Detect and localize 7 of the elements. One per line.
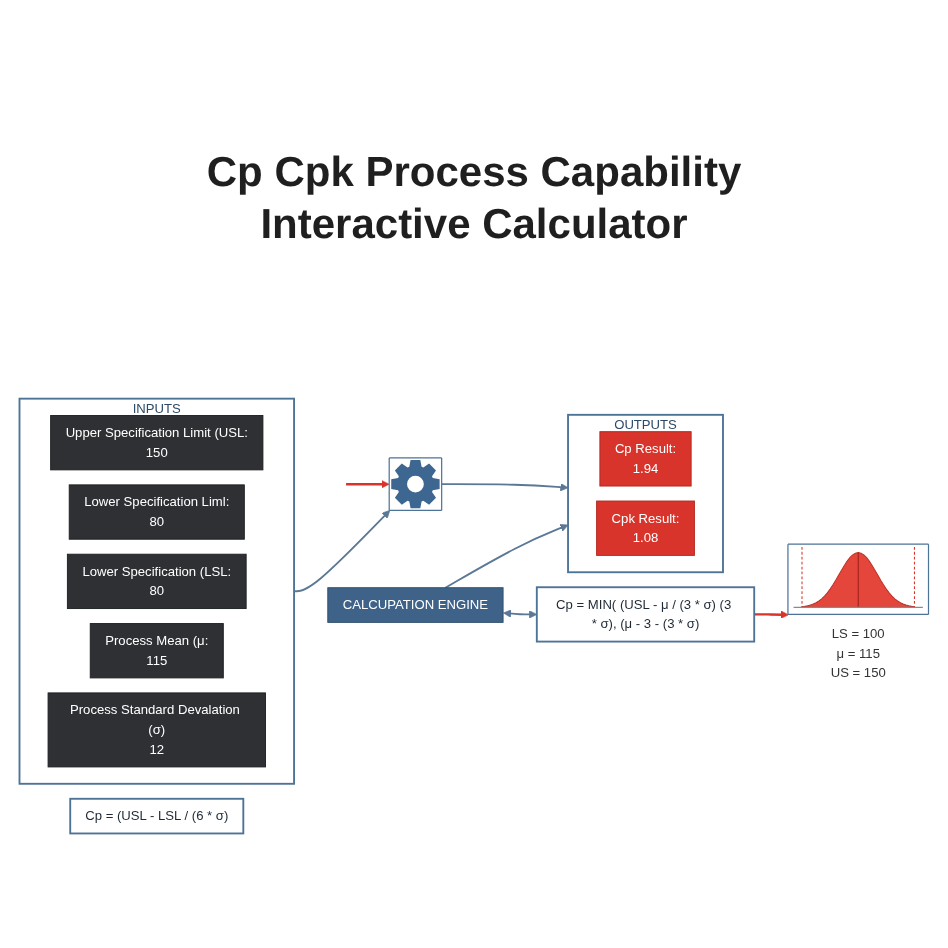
arrow xyxy=(503,609,538,619)
arrow xyxy=(444,524,569,589)
arrow xyxy=(293,510,391,593)
arrow xyxy=(440,483,569,492)
arrow xyxy=(346,480,390,489)
title: Cp Cpk Process Capability Interactive Calculator xyxy=(204,148,744,253)
arrow xyxy=(754,610,789,619)
